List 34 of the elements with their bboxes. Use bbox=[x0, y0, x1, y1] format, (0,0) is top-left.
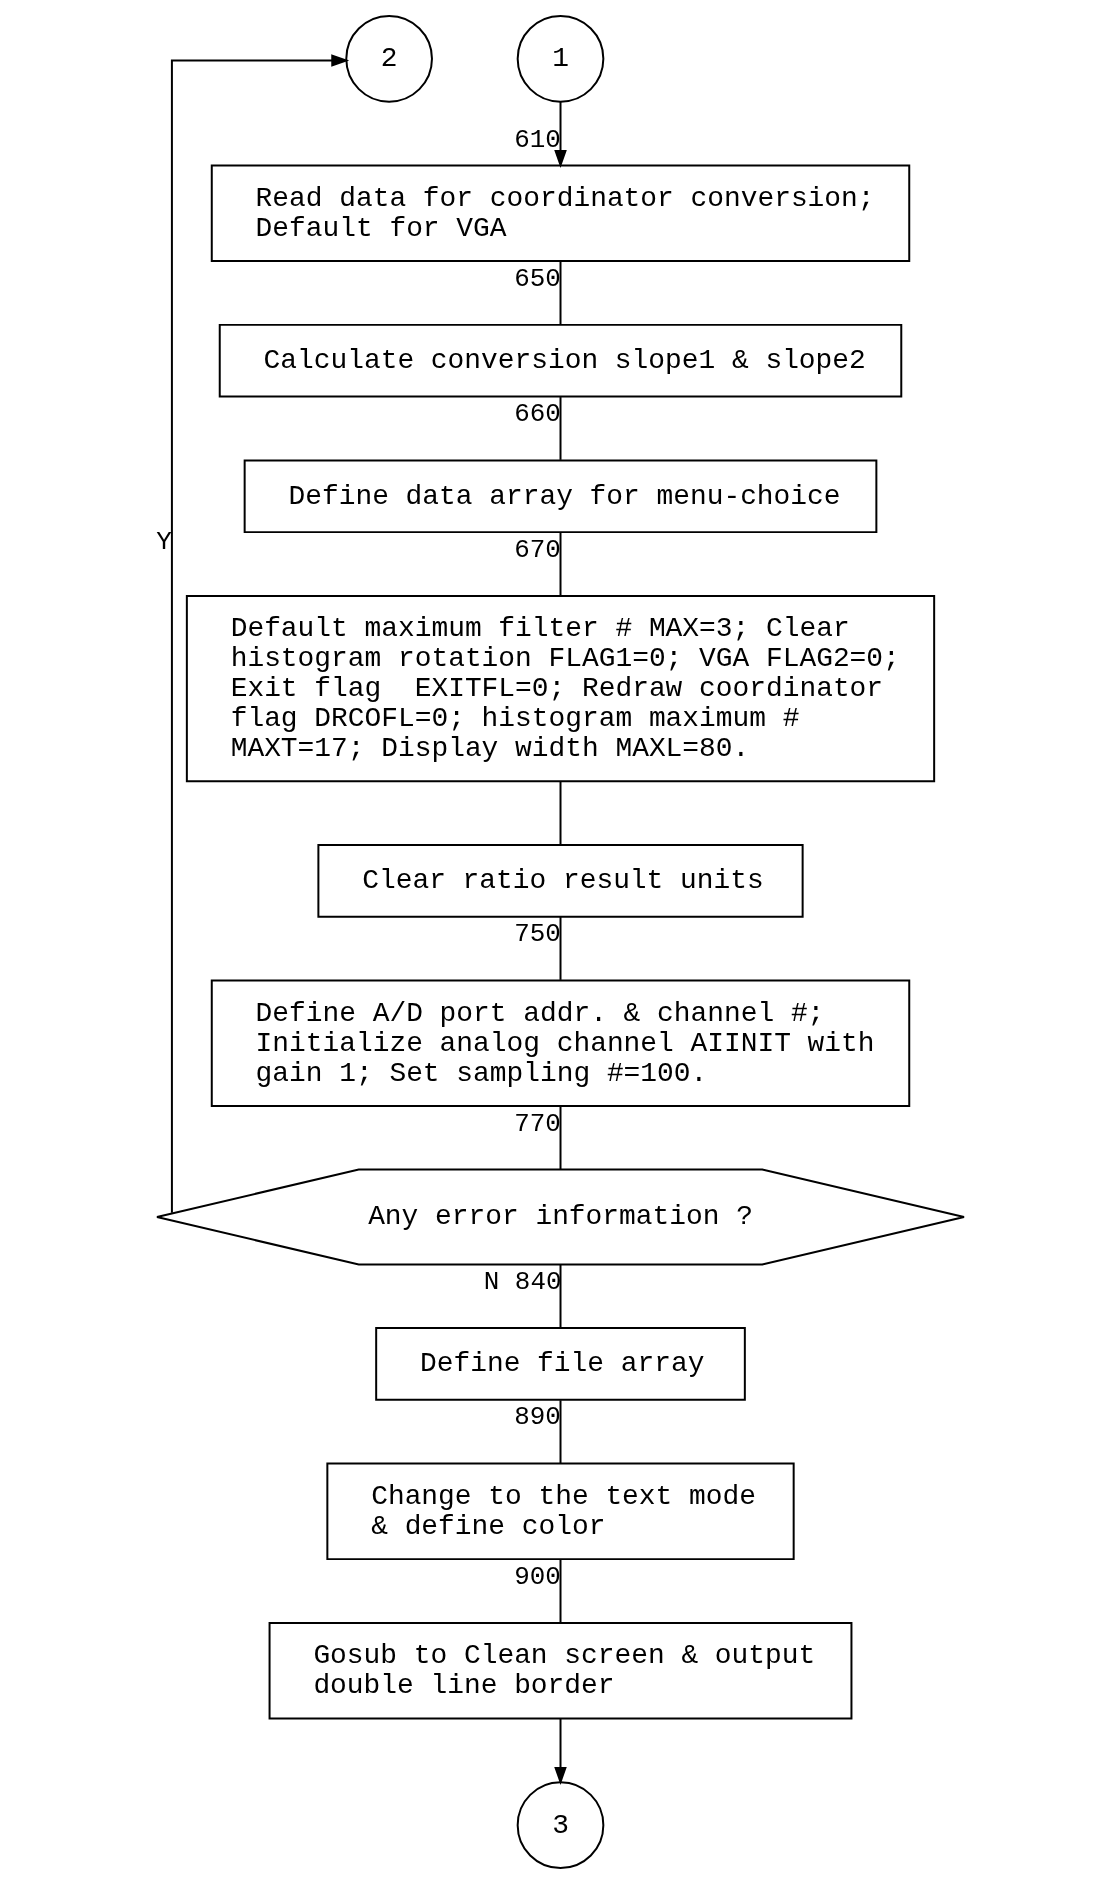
edge-label: Y bbox=[155, 527, 172, 558]
connector bbox=[559, 1106, 561, 1171]
edge-label: 770 bbox=[513, 1109, 561, 1140]
node-box: Define data array for menu-choice bbox=[243, 459, 877, 534]
edge-label: 900 bbox=[513, 1561, 561, 1592]
edge-label: 750 bbox=[513, 919, 561, 950]
node-circle: 2 bbox=[344, 15, 433, 103]
node-box: Clear ratio result units bbox=[316, 844, 804, 918]
node-box: Gosub to Clean screen & output double line border bbox=[268, 1621, 852, 1720]
connector bbox=[559, 396, 561, 461]
arrow bbox=[553, 1717, 567, 1785]
connector bbox=[559, 260, 561, 326]
connector bbox=[559, 531, 561, 597]
node-box: Calculate conversion slope1 & slope2 bbox=[218, 323, 902, 398]
edge-label: 890 bbox=[513, 1402, 561, 1433]
node-box: Read data for coordinator conversion; Default for VGA bbox=[210, 164, 910, 263]
arrow bbox=[553, 100, 567, 169]
node-box: Default maximum filter # MAX=3; Clear histogram rotation FLAG1=0; VGA FLAG2=0; Exit flag EXITFL=0; Redraw coordinator flag DRCOFL=0; histogram maximum # MAXT=17; Display width MAXL=80. bbox=[185, 594, 935, 783]
connector bbox=[559, 780, 561, 846]
edge-label: 670 bbox=[513, 534, 561, 565]
edge-label: 660 bbox=[513, 399, 561, 430]
edge-label: 610 bbox=[513, 125, 561, 156]
arrow bbox=[170, 54, 349, 1214]
edge-label: N 840 bbox=[483, 1266, 561, 1297]
node-circle: 1 bbox=[516, 15, 604, 103]
node-box: Change to the text mode & define color bbox=[325, 1462, 795, 1561]
connector bbox=[559, 1399, 561, 1464]
connector bbox=[559, 1558, 561, 1624]
node-box: Define A/D port addr. & channel #; Initialize analog channel AIINIT with gain 1; Set sampling #=100. bbox=[210, 979, 910, 1108]
connector bbox=[559, 915, 561, 981]
node-circle: 3 bbox=[516, 1781, 604, 1869]
edge-label: 650 bbox=[513, 263, 561, 294]
node-box: Define file array bbox=[374, 1326, 746, 1401]
connector bbox=[559, 1263, 561, 1329]
